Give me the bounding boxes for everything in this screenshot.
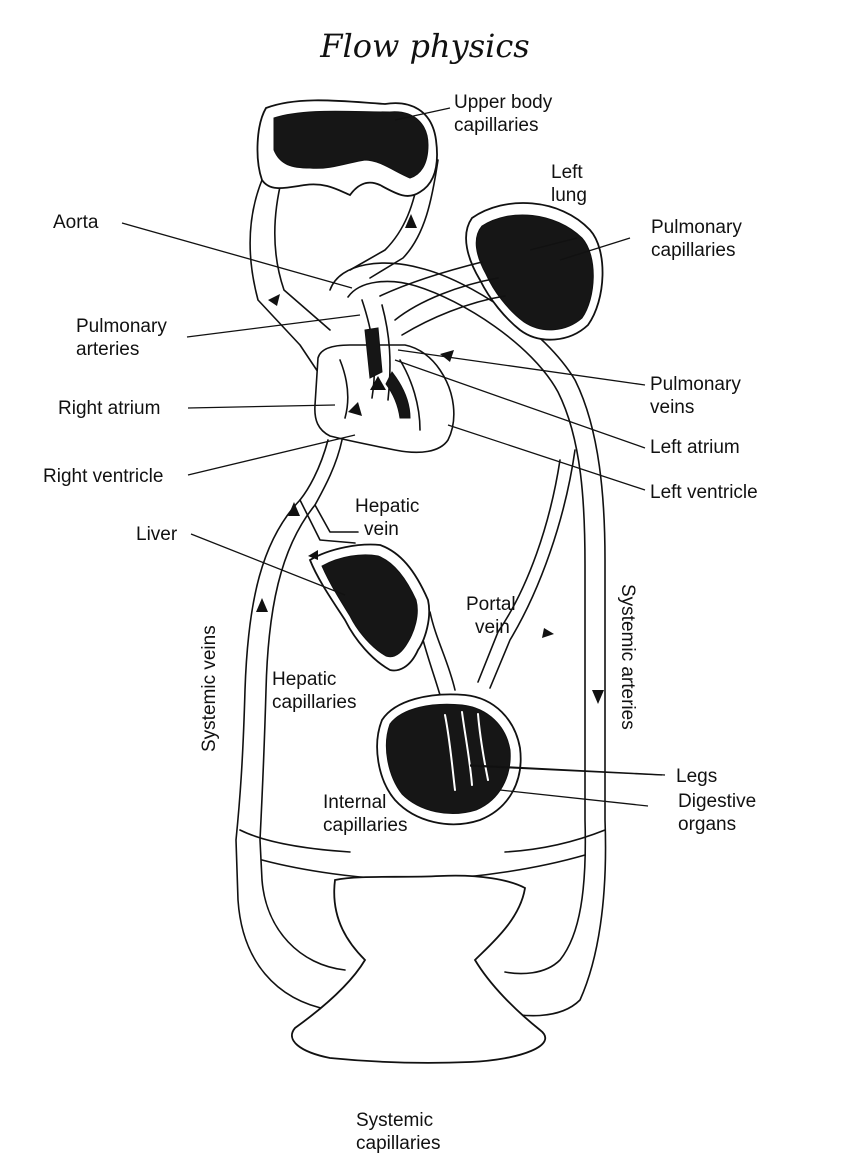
- label-left-atrium: Left atrium: [650, 437, 740, 458]
- label-pulm-veins-2: veins: [650, 397, 694, 418]
- page-title: Flow physics: [319, 27, 529, 65]
- digestive-organs: [376, 693, 522, 826]
- label-pulm-art-2: arteries: [76, 339, 139, 360]
- label-left-ventricle: Left ventricle: [650, 482, 758, 503]
- arrow-up-icon: [370, 376, 386, 390]
- labels: Upper body capillaries Left lung Aorta P…: [43, 92, 758, 1154]
- label-digestive-1: Digestive: [678, 791, 756, 812]
- label-legs: Legs: [676, 766, 717, 787]
- label-pulm-cap-2: capillaries: [651, 240, 735, 261]
- label-pulm-art-1: Pulmonary: [76, 316, 167, 337]
- leg-capillaries: [291, 874, 547, 1064]
- label-systemic-arteries: Systemic arteries: [617, 584, 638, 730]
- arrow-up-icon: [288, 502, 300, 516]
- label-right-ventricle: Right ventricle: [43, 466, 163, 487]
- label-left-lung-1: Left: [551, 162, 583, 183]
- label-aorta: Aorta: [53, 212, 99, 233]
- flow-arrows: [256, 214, 604, 704]
- arrow-right-icon: [348, 402, 362, 416]
- label-hepatic-vein-1: Hepatic: [355, 496, 419, 517]
- label-systemic-cap-1: Systemic: [356, 1110, 433, 1131]
- label-liver: Liver: [136, 524, 178, 545]
- arrow-left-icon: [440, 350, 454, 362]
- arrow-down-icon: [268, 294, 280, 306]
- arrow-up-icon: [256, 598, 268, 612]
- label-right-atrium: Right atrium: [58, 398, 160, 419]
- arrow-up-icon: [405, 214, 417, 228]
- label-systemic-veins: Systemic veins: [199, 625, 220, 752]
- left-lung: [379, 202, 604, 341]
- heart: [314, 299, 455, 454]
- label-hepatic-vein-2: vein: [364, 519, 399, 540]
- label-hepatic-cap-2: capillaries: [272, 692, 356, 713]
- label-upper-body-2: capillaries: [454, 115, 538, 136]
- vessel-network: [235, 159, 607, 1017]
- arrow-down-icon: [592, 690, 604, 704]
- label-upper-body-1: Upper body: [454, 92, 553, 113]
- label-hepatic-cap-1: Hepatic: [272, 669, 336, 690]
- liver: [308, 543, 431, 672]
- label-internal-cap-2: capillaries: [323, 815, 407, 836]
- leader-lines: [121, 107, 666, 807]
- label-portal-vein-2: vein: [475, 617, 510, 638]
- label-internal-cap-1: Internal: [323, 792, 386, 813]
- label-pulm-cap-1: Pulmonary: [651, 217, 742, 238]
- label-portal-vein-1: Portal: [466, 594, 516, 615]
- label-digestive-2: organs: [678, 814, 736, 835]
- arrow-down-icon: [542, 628, 554, 638]
- arrow-left-icon: [308, 550, 318, 560]
- upper-body-capillaries: [256, 99, 438, 197]
- label-pulm-veins-1: Pulmonary: [650, 374, 741, 395]
- label-systemic-cap-2: capillaries: [356, 1133, 440, 1154]
- label-left-lung-2: lung: [551, 185, 587, 206]
